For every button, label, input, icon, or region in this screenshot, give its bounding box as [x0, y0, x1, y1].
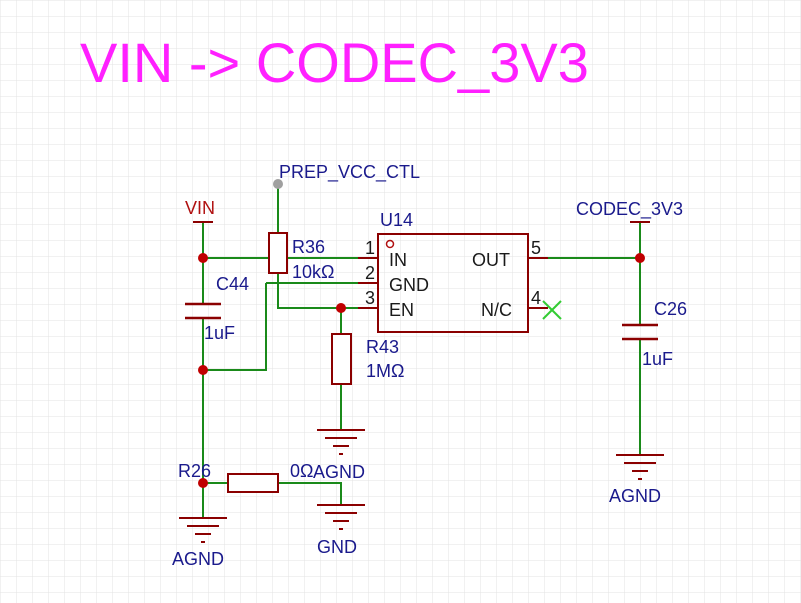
junction-c44-gnd [198, 365, 208, 375]
r43-value: 1MΩ [366, 361, 404, 381]
u14-pin3-name: EN [389, 300, 414, 320]
gnd-label-r26: GND [317, 537, 357, 557]
r26-ref: R26 [178, 461, 211, 481]
u14-pin2-name: GND [389, 275, 429, 295]
sheet-title: VIN -> CODEC_3V3 [80, 31, 589, 94]
r26-value: 0Ω [290, 461, 313, 481]
c44-ref: C44 [216, 274, 249, 294]
c26-value: 1uF [642, 349, 673, 369]
u14-pin4-number: 4 [531, 288, 541, 308]
junction-r26 [198, 478, 208, 488]
u14-pin5-name: OUT [472, 250, 510, 270]
r36-value: 10kΩ [292, 262, 334, 282]
no-connect-icon [542, 300, 562, 320]
r43-ref: R43 [366, 337, 399, 357]
wire-r26-right[interactable] [278, 482, 342, 505]
u14-pin4-name: N/C [481, 300, 512, 320]
u14-regulator[interactable]: U14 1 IN 2 GND 3 EN 5 OUT 4 N/C [358, 210, 548, 333]
r26-body [227, 473, 279, 493]
u14-pin1-marker [385, 239, 395, 249]
gnd-symbol-r26[interactable] [317, 504, 365, 530]
agnd-label-right: AGND [609, 486, 661, 506]
u14-pin3-number: 3 [365, 288, 375, 308]
junction-vin [198, 253, 208, 263]
junction-codec-out [635, 253, 645, 263]
u14-pin1-name: IN [389, 250, 407, 270]
c44-capacitor[interactable]: C44 1uF [185, 274, 249, 343]
agnd-label-left: AGND [172, 549, 224, 569]
u14-pin1-number: 1 [365, 238, 375, 258]
u14-ref: U14 [380, 210, 413, 230]
u14-pin2-number: 2 [365, 263, 375, 283]
u14-pin5-number: 5 [531, 238, 541, 258]
r43-body [331, 333, 352, 385]
net-label-codec-3v3: CODEC_3V3 [576, 199, 683, 220]
c44-value: 1uF [204, 323, 235, 343]
r36-resistor[interactable]: R36 10kΩ [268, 232, 334, 282]
agnd-symbol-left[interactable] [179, 517, 227, 543]
prep-vcc-ctl-probe[interactable] [273, 179, 283, 189]
c26-ref: C26 [654, 299, 687, 319]
net-label-prep-vcc-ctl: PREP_VCC_CTL [279, 162, 420, 183]
r36-body [268, 232, 288, 274]
agnd-symbol-r43[interactable] [317, 429, 365, 455]
r26-resistor[interactable]: R26 0Ω [178, 461, 313, 493]
r43-resistor[interactable]: R43 1MΩ [331, 333, 404, 385]
junctions [198, 253, 645, 488]
r36-ref: R36 [292, 237, 325, 257]
c26-capacitor[interactable]: C26 1uF [622, 299, 687, 369]
agnd-symbol-right[interactable] [616, 454, 664, 480]
wire-gnd-to-agnd[interactable] [203, 283, 267, 371]
junction-en [336, 303, 346, 313]
agnd-label-r43: AGND [313, 462, 365, 482]
net-label-vin: VIN [185, 198, 215, 218]
